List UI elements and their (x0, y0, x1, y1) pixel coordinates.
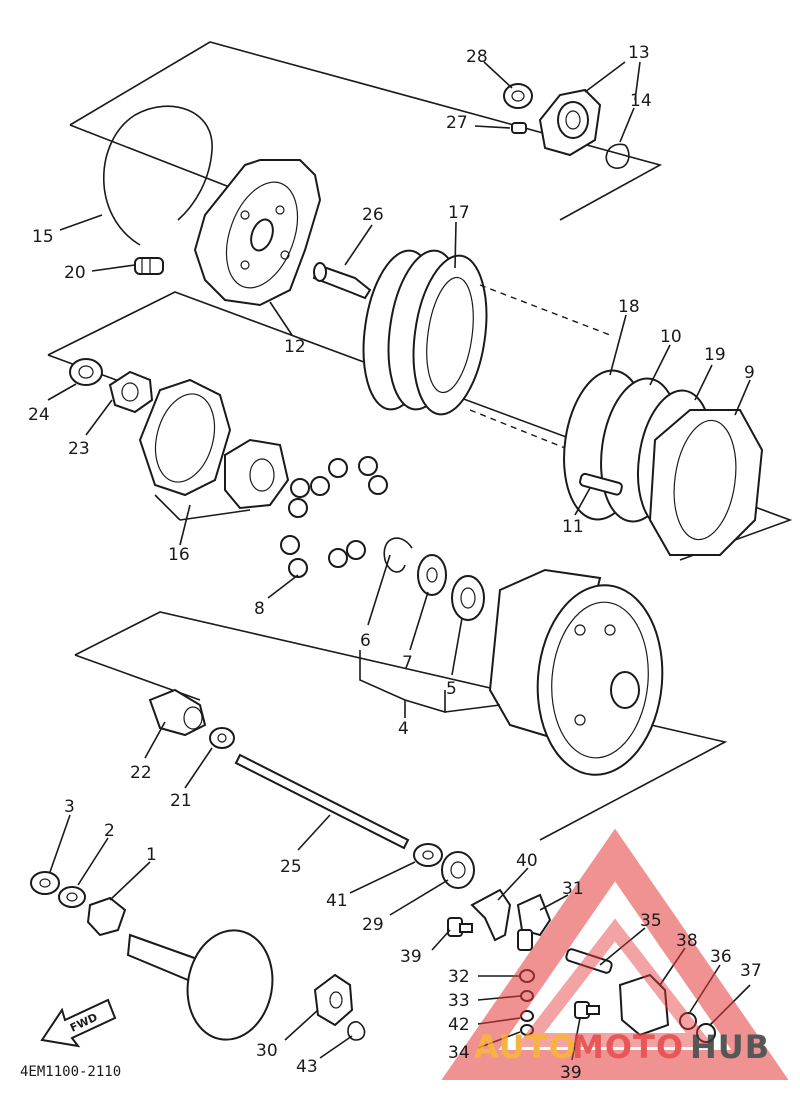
lever-31 (516, 893, 552, 951)
callout-6: 6 (360, 631, 371, 651)
callout-35: 35 (640, 911, 662, 931)
bearing-5 (451, 575, 485, 621)
callout-36: 36 (710, 947, 732, 967)
bolt-20 (134, 257, 164, 275)
clutch-boss-16 (138, 378, 290, 510)
screw-39-lower (574, 1001, 600, 1019)
callout-10: 10 (660, 327, 682, 347)
callout-3: 3 (64, 797, 75, 817)
callout-39-upper: 39 (400, 947, 422, 967)
callout-9: 9 (744, 363, 755, 383)
nut-3 (30, 871, 60, 895)
plate-9 (648, 409, 764, 556)
cam-30 (313, 973, 354, 1027)
callout-7: 7 (402, 653, 413, 673)
balls-8 (280, 456, 388, 578)
callout-4: 4 (398, 719, 409, 739)
callout-20: 20 (64, 263, 86, 283)
callout-27: 27 (446, 113, 468, 133)
clip-43 (347, 1021, 366, 1041)
plate-13 (538, 88, 602, 157)
nut-24 (69, 358, 103, 386)
callout-40: 40 (516, 851, 538, 871)
callout-22: 22 (130, 763, 152, 783)
callout-26: 26 (362, 205, 384, 225)
callout-18: 18 (618, 297, 640, 317)
callout-25: 25 (280, 857, 302, 877)
callout-2: 2 (104, 821, 115, 841)
bearing-29 (441, 851, 475, 889)
callout-29: 29 (362, 915, 384, 935)
bolt-35 (565, 948, 613, 974)
callout-11: 11 (562, 517, 584, 537)
callout-24: 24 (28, 405, 50, 425)
callout-30: 30 (256, 1041, 278, 1061)
callout-1: 1 (146, 845, 157, 865)
leader-lines (47, 61, 751, 1061)
callout-17: 17 (448, 203, 470, 223)
screw-27 (511, 122, 527, 134)
gear-22 (148, 688, 207, 737)
screw-39-upper (447, 917, 473, 937)
callout-41: 41 (326, 891, 348, 911)
logo-moto: MOTO (572, 1028, 684, 1066)
bracket-38 (618, 973, 670, 1037)
callout-32: 32 (448, 967, 470, 987)
washer-2 (58, 886, 86, 908)
callout-15: 15 (32, 227, 54, 247)
callout-5: 5 (446, 679, 457, 699)
washer-7 (417, 554, 447, 596)
callout-42: 42 (448, 1015, 470, 1035)
callout-12: 12 (284, 337, 306, 357)
callout-14: 14 (630, 91, 652, 111)
callout-19: 19 (704, 345, 726, 365)
washer-41 (413, 843, 443, 867)
callout-33: 33 (448, 991, 470, 1011)
callout-28: 28 (466, 47, 488, 67)
washer-36 (679, 1012, 697, 1030)
callout-labels: 28 13 14 27 15 20 26 17 12 18 10 19 9 11… (28, 43, 762, 1083)
clip-14 (605, 143, 630, 169)
diagram-code: 4EM1100-2110 (20, 1064, 121, 1080)
callout-8: 8 (254, 599, 265, 619)
callout-38: 38 (676, 931, 698, 951)
callout-13: 13 (628, 43, 650, 63)
lever-40 (470, 888, 512, 942)
automotohub-logo: AUTO MOTO HUB (441, 828, 789, 1080)
clutch-plates-17 (362, 249, 611, 451)
bearing-28 (503, 83, 533, 109)
gear-1 (86, 896, 127, 937)
callout-21: 21 (170, 791, 192, 811)
callout-23: 23 (68, 439, 90, 459)
primary-shaft (126, 929, 274, 1041)
push-rod-26 (312, 262, 372, 300)
logo-auto: AUTO (474, 1028, 577, 1066)
upper-panel-outline (69, 41, 663, 221)
lock-washer-23 (108, 370, 154, 414)
circlip-6 (383, 537, 413, 573)
callout-34: 34 (448, 1043, 470, 1063)
callout-39-lower: 39 (560, 1063, 582, 1083)
logo-hub: HUB (690, 1028, 770, 1066)
spring-11 (579, 472, 623, 496)
callout-16: 16 (168, 545, 190, 565)
washer-21 (209, 727, 235, 749)
fwd-arrow-icon: FWD (40, 998, 117, 1048)
callout-31: 31 (562, 879, 584, 899)
nut-37 (696, 1023, 716, 1043)
circlip-15 (102, 105, 213, 246)
clutch-housing-4 (488, 568, 664, 776)
pressure-plate-12 (193, 159, 322, 307)
callout-37: 37 (740, 961, 762, 981)
callout-43: 43 (296, 1057, 318, 1077)
shaft-25 (234, 753, 410, 850)
